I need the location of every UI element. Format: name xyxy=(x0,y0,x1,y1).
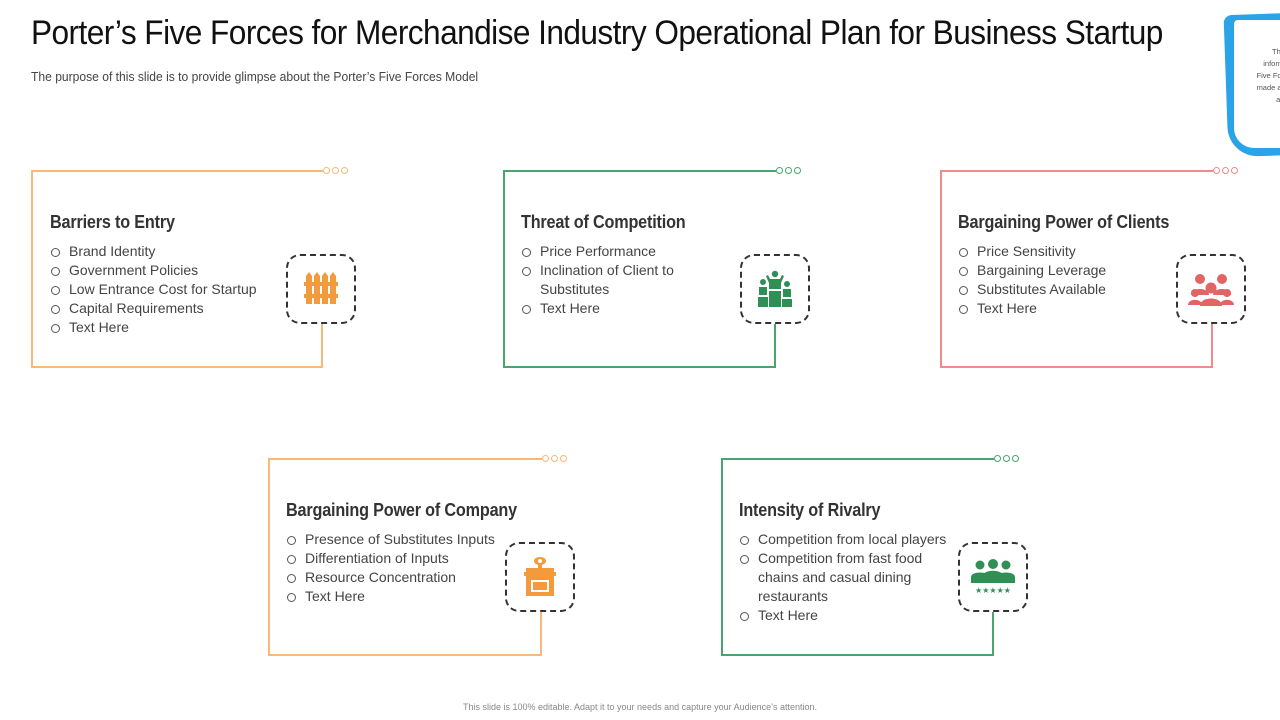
card-barriers-to-entry: Barriers to Entry Brand Identity Governm… xyxy=(31,167,356,370)
decorative-dots xyxy=(994,455,1019,462)
card-item-list: Brand Identity Government Policies Low E… xyxy=(50,242,270,337)
list-item: Resource Concentration xyxy=(286,568,516,587)
card-title: Intensity of Rivalry xyxy=(739,500,881,520)
card-frame-right xyxy=(1211,324,1213,368)
slide-title: Porter’s Five Forces for Merchandise Ind… xyxy=(31,14,1163,52)
list-item: Text Here xyxy=(286,587,516,606)
group-icon xyxy=(1188,274,1234,306)
decorative-dots xyxy=(776,167,801,174)
card-bargaining-power-of-company: Bargaining Power of Company Presence of … xyxy=(268,455,578,658)
icon-frame xyxy=(286,254,356,324)
sticky-note: This s informati Five Force made alter a… xyxy=(1234,20,1280,148)
icon-frame: ★★★★★ xyxy=(958,542,1028,612)
team-rating-icon: ★★★★★ xyxy=(971,559,1015,595)
icon-frame xyxy=(740,254,810,324)
card-title: Threat of Competition xyxy=(521,212,686,232)
card-frame-right xyxy=(992,612,994,656)
list-item: Text Here xyxy=(958,299,1158,318)
list-item: Text Here xyxy=(739,606,954,625)
list-item: Text Here xyxy=(50,318,270,337)
card-frame-right xyxy=(321,324,323,368)
list-item: Government Policies xyxy=(50,261,270,280)
card-intensity-of-rivalry: Intensity of Rivalry Competition from lo… xyxy=(721,455,1031,658)
card-frame xyxy=(503,170,776,368)
icon-frame xyxy=(505,542,575,612)
decorative-dots xyxy=(323,167,348,174)
list-item: Substitutes Available xyxy=(958,280,1158,299)
sticky-note-line: Five Force xyxy=(1256,71,1280,80)
card-frame xyxy=(268,458,542,656)
card-title: Bargaining Power of Company xyxy=(286,500,517,520)
list-item: Bargaining Leverage xyxy=(958,261,1158,280)
list-item: Competition from local players xyxy=(739,530,954,549)
icon-frame xyxy=(1176,254,1246,324)
sticky-note-line: acco xyxy=(1276,95,1280,104)
decorative-dots xyxy=(1213,167,1238,174)
sticky-note-line: informati xyxy=(1263,59,1280,68)
card-item-list: Presence of Substitutes Inputs Different… xyxy=(286,530,516,606)
list-item: Brand Identity xyxy=(50,242,270,261)
list-item: Price Performance xyxy=(521,242,716,261)
podium-icon xyxy=(758,270,792,307)
list-item: Capital Requirements xyxy=(50,299,270,318)
list-item: Low Entrance Cost for Startup xyxy=(50,280,270,299)
decorative-dots xyxy=(542,455,567,462)
card-frame-right xyxy=(540,612,542,656)
card-item-list: Price Performance Inclination of Client … xyxy=(521,242,716,318)
list-item: Differentiation of Inputs xyxy=(286,549,516,568)
slide-footer: This slide is 100% editable. Adapt it to… xyxy=(462,702,818,712)
card-item-list: Price Sensitivity Bargaining Leverage Su… xyxy=(958,242,1158,318)
sticky-note-line: re xyxy=(1234,106,1280,118)
card-frame xyxy=(940,170,1213,368)
svg-text:★★★★★: ★★★★★ xyxy=(975,586,1011,595)
sticky-note-line: This s xyxy=(1271,47,1280,56)
sticky-note-line: made alter xyxy=(1256,83,1280,92)
card-bargaining-power-of-clients: Bargaining Power of Clients Price Sensit… xyxy=(940,167,1250,370)
list-item: Text Here xyxy=(521,299,716,318)
card-threat-of-competition: Threat of Competition Price Performance … xyxy=(503,167,813,370)
card-item-list: Competition from local players Competiti… xyxy=(739,530,954,625)
slide-subtitle: The purpose of this slide is to provide … xyxy=(31,69,479,84)
card-title: Barriers to Entry xyxy=(50,212,175,232)
card-title: Bargaining Power of Clients xyxy=(958,212,1170,232)
list-item: Presence of Substitutes Inputs xyxy=(286,530,516,549)
list-item: Competition from fast food chains and ca… xyxy=(739,549,954,606)
card-frame-right xyxy=(774,324,776,368)
fence-icon xyxy=(304,272,338,304)
card-frame xyxy=(721,458,994,656)
card-frame xyxy=(31,170,323,368)
shop-icon xyxy=(524,557,556,596)
list-item: Inclination of Client to Substitutes xyxy=(521,261,716,299)
list-item: Price Sensitivity xyxy=(958,242,1158,261)
